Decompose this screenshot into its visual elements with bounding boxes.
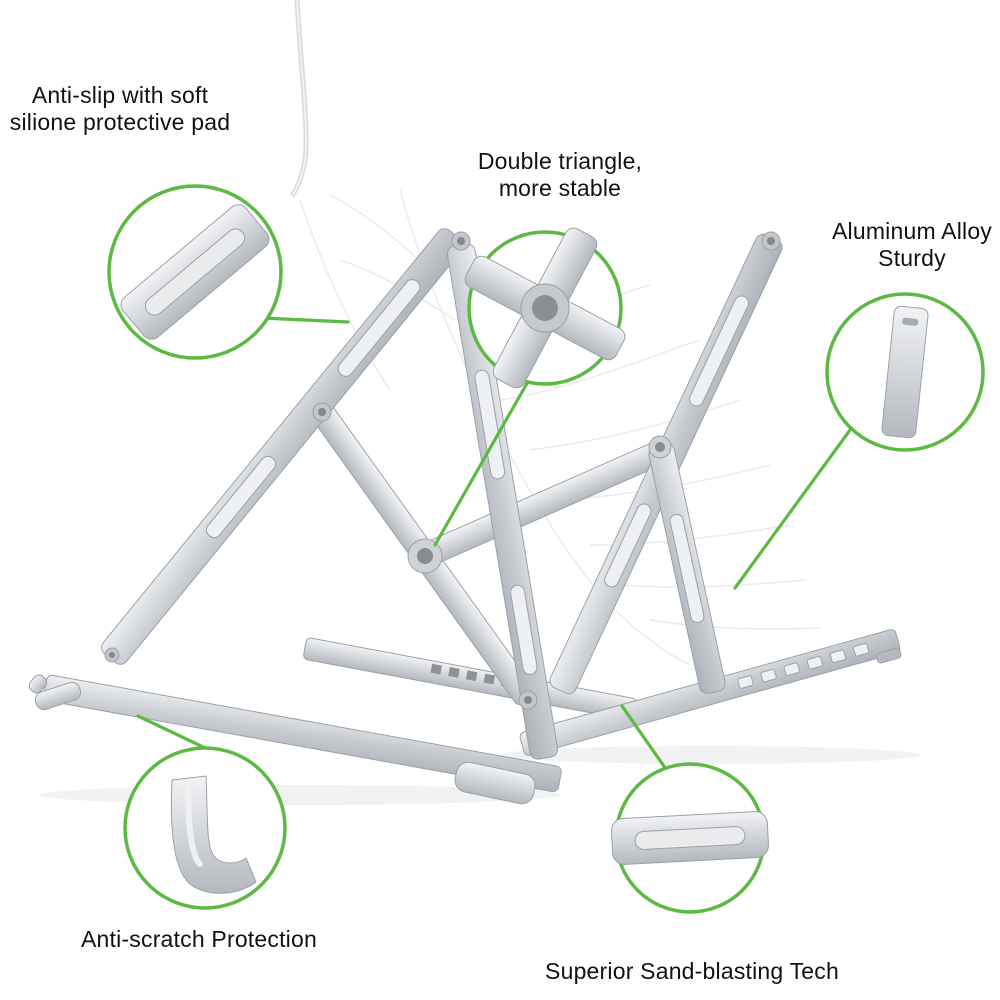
label-anti-slip-line2: silione protective pad (9, 109, 231, 135)
callout-circle-sand-blasting (611, 762, 769, 914)
callout-circle-aluminum (825, 292, 985, 452)
laptop-stand (28, 228, 902, 805)
label-sand-blasting: Superior Sand-blasting Tech (532, 958, 852, 985)
anti-slip-pad-detail (120, 204, 270, 340)
label-double-triangle-line2: more stable (498, 175, 622, 201)
label-anti-scratch-line1: Anti-scratch Protection (81, 926, 317, 952)
screw-bottom-left (104, 647, 120, 663)
callout-line-anti-slip (260, 316, 350, 324)
callout-line-double-triangle (433, 376, 532, 547)
hinge-lower (518, 690, 538, 710)
hinge-right (648, 435, 672, 459)
callout-circle-double-triangle (464, 227, 626, 389)
sand-blasted-bar-detail (611, 811, 769, 865)
callout-circle-anti-scratch (123, 746, 287, 910)
cable (289, 0, 309, 198)
callout-line-aluminum (733, 428, 852, 590)
label-double-triangle: Double triangle, more stable (440, 148, 680, 202)
left-foot-hook (28, 674, 82, 711)
hinge-center (407, 538, 443, 574)
callout-lines (136, 316, 852, 774)
hook-detail (170, 775, 257, 894)
screw-top-right (761, 231, 781, 251)
screw-top-left (451, 231, 471, 251)
aluminum-strip-detail (881, 305, 929, 439)
label-aluminum-line1: Aluminum Alloy (831, 218, 993, 244)
label-anti-slip: Anti-slip with soft silione protective p… (5, 82, 235, 136)
callout-line-sand-blasting (620, 704, 670, 774)
label-anti-slip-line1: Anti-slip with soft (31, 82, 209, 108)
label-sand-blasting-line1: Superior Sand-blasting Tech (545, 958, 839, 984)
callout-circle-anti-slip (107, 184, 283, 360)
front-foot (454, 761, 536, 805)
label-aluminum-line2: Sturdy (878, 245, 946, 271)
label-double-triangle-line1: Double triangle, (477, 148, 643, 174)
label-aluminum-alloy: Aluminum Alloy Sturdy (812, 218, 1000, 272)
hinge-upper-left (312, 402, 332, 422)
left-rail (43, 674, 562, 793)
joint-detail (464, 227, 626, 389)
label-anti-scratch: Anti-scratch Protection (59, 926, 339, 953)
leg-back-right (648, 443, 726, 694)
